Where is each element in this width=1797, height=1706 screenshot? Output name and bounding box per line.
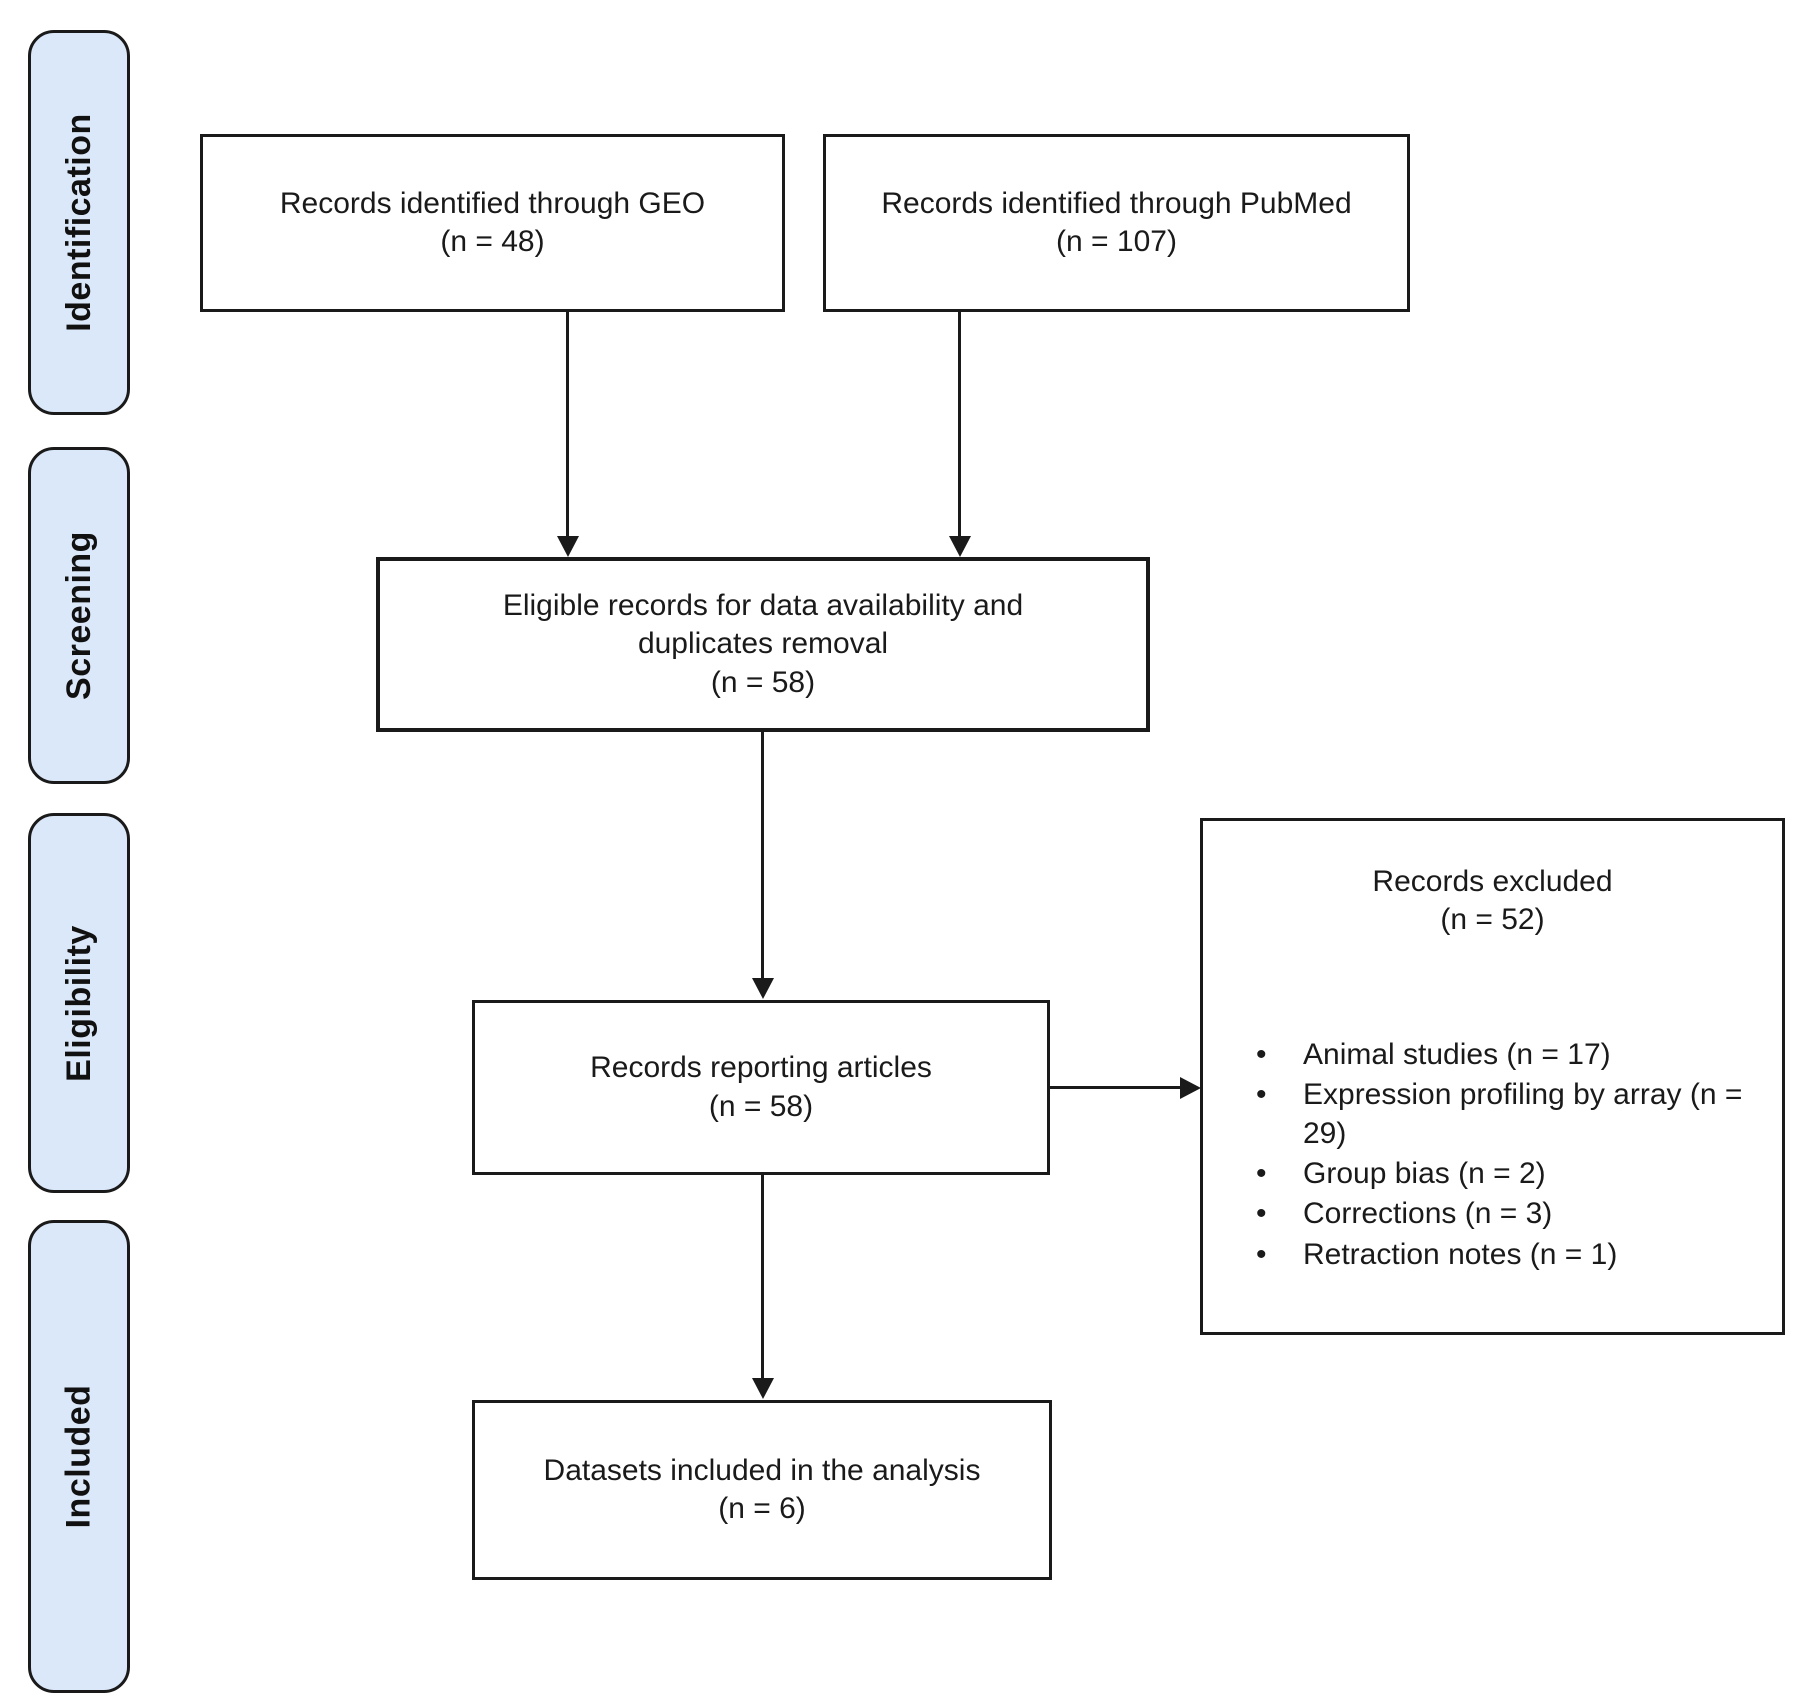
node-label: Eligible records for data availability a… [502, 588, 1024, 661]
node-label: Records identified through PubMed [881, 186, 1352, 220]
node-title-block: Records excluded (n = 52) [1203, 821, 1782, 940]
exclusion-reason-item: Group bias (n = 2) [1248, 1155, 1767, 1194]
node-label: Datasets included in the analysis [543, 1453, 981, 1487]
exclusion-reason-item: Retraction notes (n = 1) [1248, 1236, 1767, 1275]
stage-label-text: Identification [59, 113, 98, 332]
arrow-pubmed-to-eligible-head-icon [949, 536, 971, 557]
node-records-excluded: Records excluded (n = 52) Animal studies… [1200, 818, 1785, 1335]
node-count: (n = 58) [710, 665, 816, 699]
stage-label-identification: Identification [28, 30, 130, 415]
exclusion-reason-item: Animal studies (n = 17) [1248, 1036, 1767, 1075]
stage-label-eligibility: Eligibility [28, 813, 130, 1193]
node-count: (n = 48) [440, 225, 545, 258]
arrow-reporting-to-datasets-line [761, 1175, 764, 1380]
arrow-reporting-to-datasets-head-icon [752, 1378, 774, 1399]
arrow-eligible-to-reporting-head-icon [752, 978, 774, 999]
stage-label-text: Screening [59, 531, 98, 700]
arrow-pubmed-to-eligible-line [958, 312, 961, 538]
stage-label-text: Eligibility [59, 924, 98, 1082]
arrow-eligible-to-reporting-line [761, 732, 764, 980]
node-count: (n = 6) [718, 1492, 806, 1525]
node-records-reporting-articles: Records reporting articles (n = 58) [472, 1000, 1050, 1175]
arrow-geo-to-eligible-line [566, 312, 569, 538]
node-count: (n = 58) [708, 1089, 814, 1123]
node-label: Records reporting articles [590, 1051, 932, 1085]
stage-label-text: Included [59, 1384, 98, 1529]
exclusion-reason-list: Animal studies (n = 17) Expression profi… [1203, 1036, 1782, 1276]
node-count: (n = 52) [1440, 903, 1545, 937]
node-records-identified-pubmed: Records identified through PubMed (n = 1… [823, 134, 1410, 312]
node-eligible-records: Eligible records for data availability a… [376, 557, 1150, 732]
arrow-geo-to-eligible-head-icon [557, 536, 579, 557]
node-records-identified-geo: Records identified through GEO (n = 48) [200, 134, 785, 312]
node-label: Records excluded [1372, 865, 1613, 898]
node-datasets-included: Datasets included in the analysis (n = 6… [472, 1400, 1052, 1580]
node-label: Records identified through GEO [279, 186, 706, 220]
exclusion-reason-item: Corrections (n = 3) [1248, 1195, 1767, 1234]
exclusion-reason-item: Expression profiling by array (n = 29) [1248, 1076, 1767, 1153]
arrow-reporting-to-excluded-line [1050, 1086, 1182, 1089]
stage-label-included: Included [28, 1220, 130, 1693]
stage-label-screening: Screening [28, 447, 130, 784]
arrow-reporting-to-excluded-head-icon [1180, 1077, 1201, 1099]
node-count: (n = 107) [1056, 225, 1177, 258]
